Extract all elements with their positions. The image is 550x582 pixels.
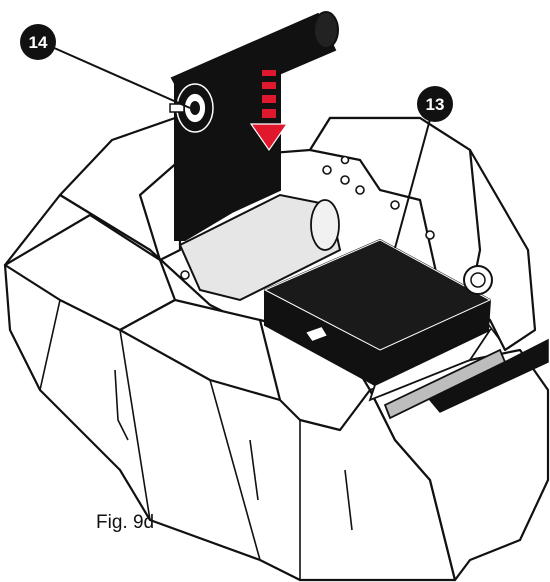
print-roller (178, 193, 342, 302)
callout-leaders (51, 46, 433, 249)
callout-14-label: 14 (29, 33, 48, 52)
ribbon-take-up-assembly (263, 238, 493, 402)
figure-caption: Fig. 9d (96, 512, 155, 533)
callout-13-label: 13 (426, 95, 445, 114)
callout-14: 14 (20, 24, 56, 60)
ribbon-supply-roll (169, 11, 339, 241)
callout-13: 13 (417, 86, 453, 122)
insertion-arrow (249, 70, 289, 152)
pointer-tool (428, 338, 549, 413)
latch (303, 324, 330, 344)
